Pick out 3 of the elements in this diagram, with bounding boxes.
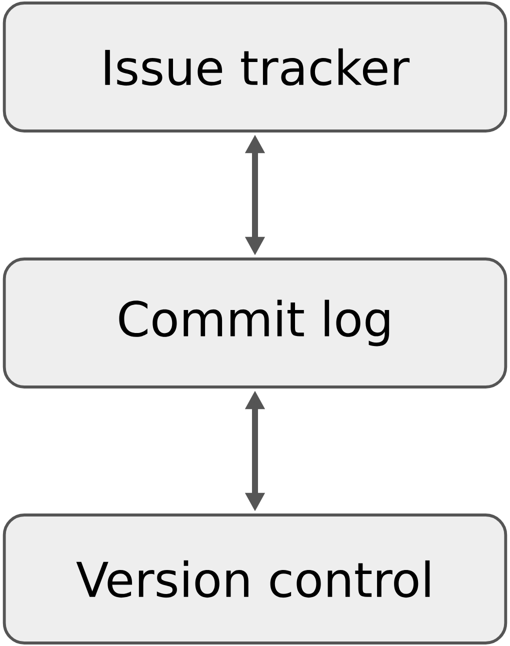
process-box: Commit log bbox=[2, 258, 508, 388]
process-box: Version control bbox=[2, 514, 508, 644]
process-box: Issue tracker bbox=[2, 2, 508, 132]
